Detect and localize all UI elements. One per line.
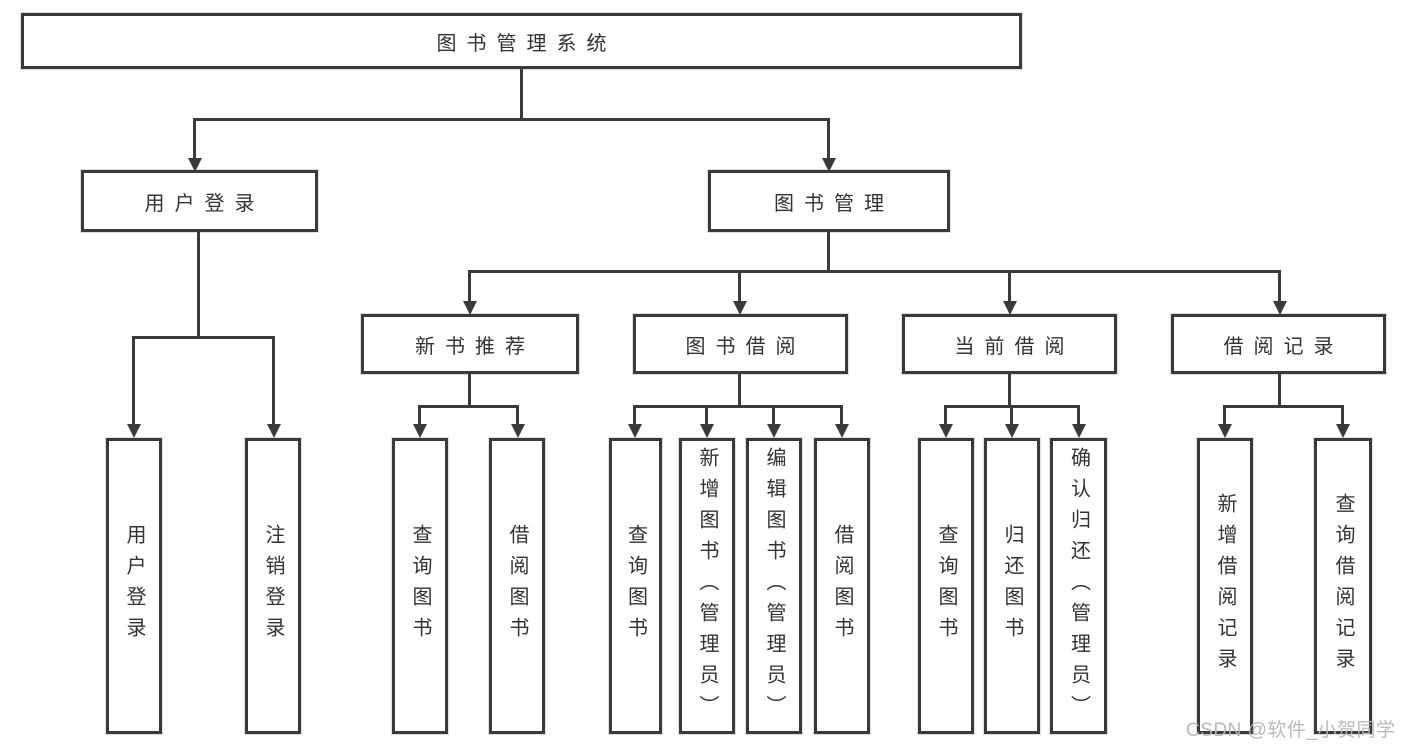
edge-line xyxy=(827,232,830,273)
edge-line xyxy=(944,405,947,427)
leaf-borrow-add-admin: 新增图书（管理员） xyxy=(679,438,735,734)
edge-line xyxy=(827,118,830,162)
leaf-borrow-edit-admin-label: 编辑图书（管理员） xyxy=(763,446,785,726)
node-user-login: 用户登录 xyxy=(81,170,318,232)
arrow-down-icon xyxy=(835,424,849,438)
arrow-down-icon xyxy=(1005,424,1019,438)
arrow-down-icon xyxy=(822,158,836,172)
leaf-records-query: 查询借阅记录 xyxy=(1314,438,1372,734)
leaf-current-query-label: 查询图书 xyxy=(935,524,957,648)
arrow-down-icon xyxy=(700,424,714,438)
leaf-current-query: 查询图书 xyxy=(918,438,974,734)
leaf-current-confirm-admin-label: 确认归还（管理员） xyxy=(1067,446,1090,726)
edge-line xyxy=(705,405,708,427)
leaf-user-login: 用户登录 xyxy=(106,438,162,734)
arrow-down-icon xyxy=(188,158,202,172)
edge-line xyxy=(468,374,471,408)
edge-line xyxy=(1223,405,1226,427)
leaf-borrow-edit-admin: 编辑图书（管理员） xyxy=(746,438,802,734)
arrow-down-icon xyxy=(733,301,747,315)
leaf-logout-label: 注销登录 xyxy=(262,524,284,648)
edge-line xyxy=(468,270,1281,273)
node-root: 图书管理系统 xyxy=(21,13,1022,69)
node-root-label: 图书管理系统 xyxy=(436,32,617,55)
node-new-book-recommend-label: 新书推荐 xyxy=(415,335,535,358)
leaf-borrow-borrow-label: 借阅图书 xyxy=(831,524,853,648)
edge-line xyxy=(132,336,275,339)
node-book-management-label: 图书管理 xyxy=(774,192,894,215)
edge-line xyxy=(468,270,471,304)
arrow-down-icon xyxy=(413,424,427,438)
leaf-borrow-query-label: 查询图书 xyxy=(624,524,647,648)
edge-line xyxy=(738,374,741,408)
edge-line xyxy=(193,118,196,162)
edge-line xyxy=(132,336,135,426)
leaf-newbook-query: 查询图书 xyxy=(392,438,448,734)
edge-line xyxy=(197,232,200,339)
edge-line xyxy=(633,405,636,427)
arrow-down-icon xyxy=(127,424,141,438)
edge-line xyxy=(1278,270,1281,304)
leaf-newbook-borrow-label: 借阅图书 xyxy=(506,524,528,648)
edge-line xyxy=(840,405,843,427)
node-book-borrow: 图书借阅 xyxy=(633,314,848,374)
leaf-records-add: 新增借阅记录 xyxy=(1197,438,1253,734)
edge-line xyxy=(418,405,421,427)
leaf-borrow-query: 查询图书 xyxy=(609,438,662,734)
edge-line xyxy=(1010,405,1013,427)
node-borrow-records: 借阅记录 xyxy=(1171,314,1386,374)
edge-line xyxy=(1008,374,1011,408)
leaf-current-return-label: 归还图书 xyxy=(1001,524,1023,648)
leaf-records-add-label: 新增借阅记录 xyxy=(1214,493,1236,679)
leaf-borrow-add-admin-label: 新增图书（管理员） xyxy=(696,446,718,726)
node-user-login-label: 用户登录 xyxy=(144,192,265,215)
leaf-records-query-label: 查询借阅记录 xyxy=(1332,493,1354,679)
node-current-borrow: 当前借阅 xyxy=(902,314,1117,374)
edge-line xyxy=(1278,374,1281,408)
leaf-current-return: 归还图书 xyxy=(984,438,1040,734)
edge-line xyxy=(1008,270,1011,304)
node-book-management: 图书管理 xyxy=(708,170,950,232)
csdn-watermark: CSDN @软件_小贺同学 xyxy=(1186,720,1396,741)
arrow-down-icon xyxy=(1003,301,1017,315)
edge-line xyxy=(193,118,830,121)
edge-line xyxy=(1077,405,1080,427)
leaf-user-login-label: 用户登录 xyxy=(123,524,145,648)
node-new-book-recommend: 新书推荐 xyxy=(361,314,579,374)
arrow-down-icon xyxy=(1072,424,1086,438)
leaf-current-confirm-admin: 确认归还（管理员） xyxy=(1050,438,1107,734)
node-borrow-records-label: 借阅记录 xyxy=(1223,335,1344,358)
arrow-down-icon xyxy=(939,424,953,438)
arrow-down-icon xyxy=(628,424,642,438)
arrow-down-icon xyxy=(767,424,781,438)
leaf-logout: 注销登录 xyxy=(245,438,301,734)
arrow-down-icon xyxy=(267,424,281,438)
arrow-down-icon xyxy=(1336,424,1350,438)
edge-line xyxy=(418,405,519,408)
arrow-down-icon xyxy=(463,301,477,315)
edge-line xyxy=(520,69,523,121)
arrow-down-icon xyxy=(1218,424,1232,438)
edge-line xyxy=(738,270,741,304)
node-book-borrow-label: 图书借阅 xyxy=(685,335,806,358)
edge-line xyxy=(1223,405,1344,408)
arrow-down-icon xyxy=(511,424,525,438)
leaf-newbook-query-label: 查询图书 xyxy=(409,524,431,648)
arrow-down-icon xyxy=(1273,301,1287,315)
edge-line xyxy=(772,405,775,427)
edge-line xyxy=(516,405,519,427)
leaf-newbook-borrow: 借阅图书 xyxy=(489,438,545,734)
edge-line xyxy=(1341,405,1344,427)
leaf-borrow-borrow: 借阅图书 xyxy=(814,438,870,734)
node-current-borrow-label: 当前借阅 xyxy=(954,335,1075,358)
edge-line xyxy=(272,336,275,426)
edge-line xyxy=(633,405,843,408)
